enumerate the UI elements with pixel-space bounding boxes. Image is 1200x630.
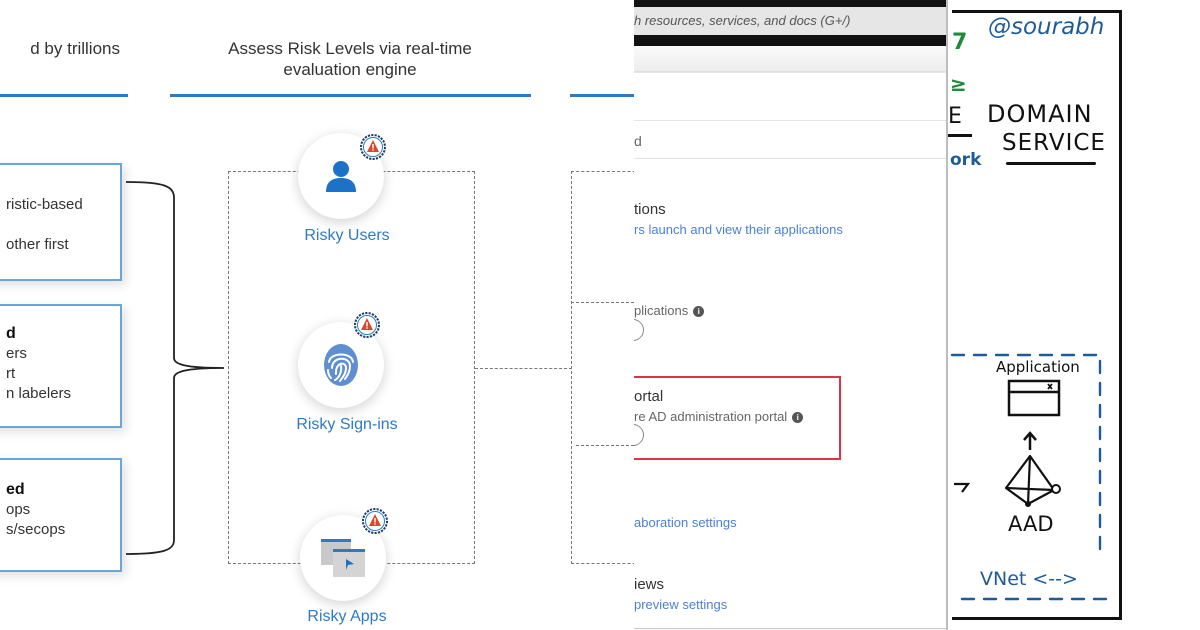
action-branch-connector <box>576 445 634 446</box>
sketch-title-line2: SERVICE <box>1002 130 1106 156</box>
info-icon[interactable]: i <box>693 306 705 317</box>
admin-portal-heading: ortal <box>634 388 664 405</box>
whiteboard-sketch-panel: @sourabh 7 ≥ E ork DOMAIN SERVICE Applic… <box>948 0 1200 630</box>
warning-gear-icon <box>354 312 380 338</box>
sketch-underline <box>948 134 972 137</box>
sketch-fragment: ork <box>950 150 982 170</box>
preview-features-heading: iews <box>634 576 665 593</box>
info-icon[interactable]: i <box>792 412 804 423</box>
sketch-title-underline <box>1006 162 1096 165</box>
warning-gear-icon <box>360 134 386 160</box>
vnet-label: VNet <--> <box>980 568 1078 590</box>
column-title-assess-line2: evaluation engine <box>283 60 417 79</box>
app-registration-label: plications <box>634 303 689 318</box>
source-line: ers <box>6 345 27 362</box>
divider <box>634 72 946 73</box>
admin-portal-highlight-box <box>634 376 841 460</box>
risky-signins-node <box>298 322 384 408</box>
application-label: Application <box>996 358 1080 376</box>
portal-toolbar-strip <box>634 46 946 72</box>
application-window-sketch <box>1007 379 1061 417</box>
aad-pyramid-icon <box>1004 454 1061 507</box>
source-box-labelers: d ers rt n labelers <box>0 304 122 428</box>
column-rule-signals <box>0 94 128 97</box>
fingerprint-icon <box>324 344 358 386</box>
action-branch-connector <box>571 302 634 303</box>
source-line: ops <box>6 501 31 518</box>
divider <box>634 628 946 629</box>
portal-search-input[interactable]: h resources, services, and docs (G+/) <box>634 7 946 35</box>
risky-signins-label: Risky Sign-ins <box>296 416 398 433</box>
risky-users-label: Risky Users <box>304 227 390 244</box>
author-handle: @sourabh <box>988 14 1105 40</box>
source-box-heuristics: ristic-based other first <box>0 163 122 281</box>
source-box-secops: ed ops s/secops <box>0 458 122 572</box>
risk-diagram-panel: d by trillions Assess Risk Levels via re… <box>0 38 634 625</box>
warning-gear-icon <box>362 508 388 534</box>
divider <box>634 120 946 121</box>
sketch-title-line1: DOMAIN <box>987 100 1093 128</box>
engine-to-action-connector <box>475 368 572 369</box>
sketch-fragment: E <box>948 104 962 129</box>
source-line: ristic-based <box>6 196 83 213</box>
source-line: other first <box>6 236 69 253</box>
enterprise-apps-heading: tions <box>634 201 666 218</box>
arrow-up-sketch <box>1023 431 1037 450</box>
source-line: rt <box>6 365 16 382</box>
source-heading: ed <box>6 481 25 498</box>
arrow-right-sketch <box>954 482 971 493</box>
app-registration-toggle[interactable] <box>634 314 649 346</box>
sketch-fragment: ≥ <box>950 72 967 96</box>
column-rule-assess <box>170 94 531 97</box>
source-line: n labelers <box>6 385 72 402</box>
external-collaboration-link[interactable]: aboration settings <box>634 515 737 530</box>
user-icon <box>326 161 356 192</box>
sketch-fragment: 7 <box>952 30 968 55</box>
vnet-boundary <box>950 353 1110 601</box>
source-line: s/secops <box>6 521 66 538</box>
column-title-assess: Assess Risk Levels via real-time evaluat… <box>170 38 530 80</box>
preview-settings-link[interactable]: preview settings <box>634 597 728 612</box>
enterprise-apps-link[interactable]: rs launch and view their applications <box>634 222 843 237</box>
risky-apps-label: Risky Apps <box>307 608 387 625</box>
app-windows-icon <box>321 539 365 577</box>
column-title-signals: d by trillions <box>30 39 120 58</box>
admin-portal-setting: re AD administration portal i <box>634 409 804 424</box>
azure-portal-panel: h resources, services, and docs (G+/) d … <box>634 0 948 630</box>
admin-portal-description: re AD administration portal <box>634 409 788 424</box>
sketch-frame <box>952 10 1122 620</box>
aad-label: AAD <box>1008 512 1054 536</box>
app-registration-setting: plications i <box>634 303 705 318</box>
action-frame <box>571 171 634 564</box>
divider <box>634 158 946 159</box>
portal-filter-fragment[interactable]: d <box>634 133 642 149</box>
source-heading: d <box>6 325 16 342</box>
column-rule-third <box>570 94 634 97</box>
column-title-assess-line1: Assess Risk Levels via real-time <box>228 39 472 58</box>
curly-bracket-connector <box>125 181 225 555</box>
